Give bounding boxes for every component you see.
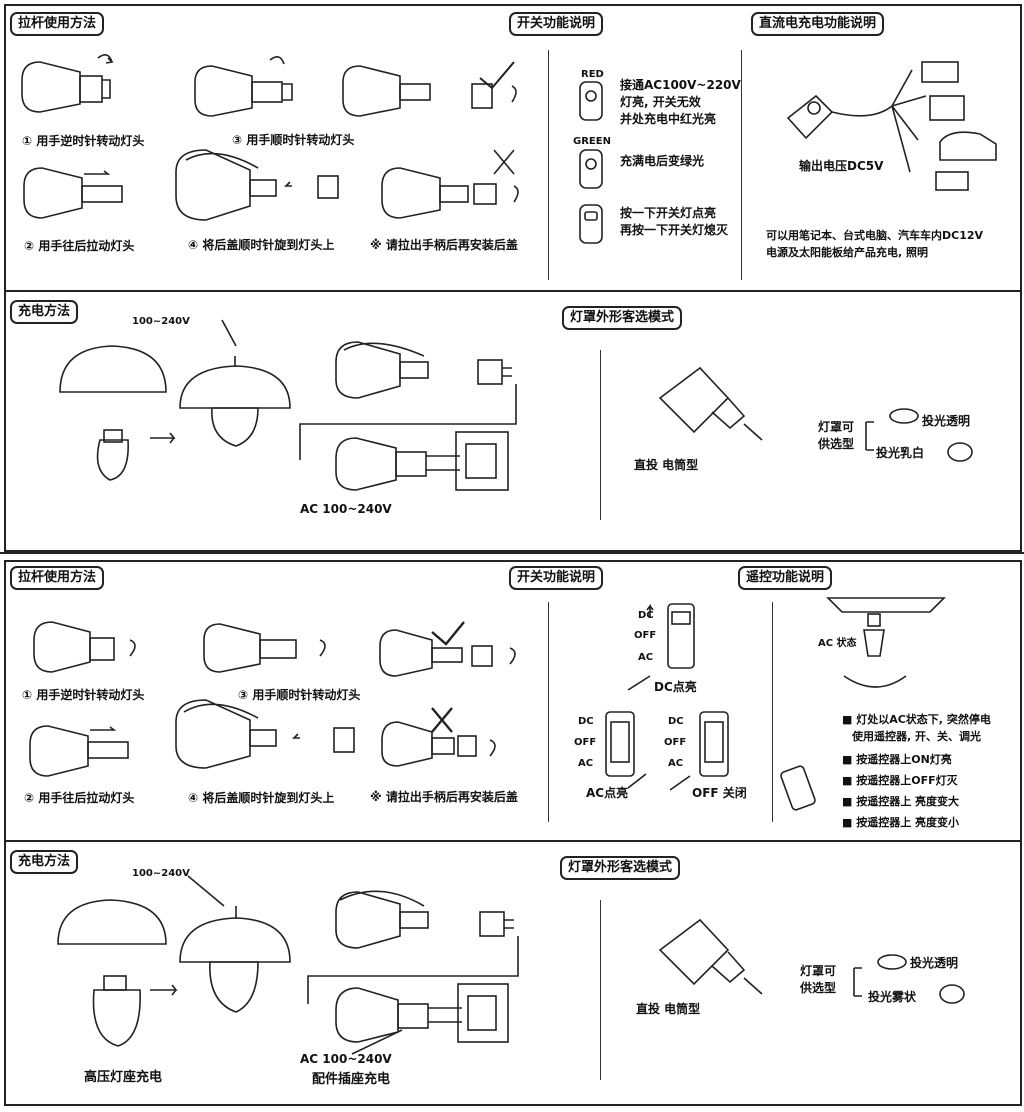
shade-label: 供选型 [818, 437, 855, 451]
bottom-instructions-panel [4, 560, 1022, 844]
button-text: 再按一下开关灯熄灭 [620, 223, 729, 237]
dc-label: DC [638, 610, 654, 621]
shade-option: 投光乳白 [876, 446, 925, 460]
shade-title: 灯罩外形客选模式 [560, 856, 681, 880]
green-label: GREEN [573, 136, 611, 147]
divider [600, 350, 601, 520]
ac-voltage-label: AC 100~240V [300, 502, 392, 516]
ac-label: AC [638, 652, 654, 663]
charge-title: 充电方法 [10, 850, 79, 874]
remote-text: ■ 按遥控器上 亮度变小 [842, 816, 960, 829]
ac-state-label: AC 状态 [818, 638, 857, 649]
dc-on-caption: DC点亮 [654, 680, 697, 694]
divider [600, 900, 601, 1080]
shade-type: 直投 电筒型 [634, 458, 699, 472]
divider [548, 50, 549, 280]
lamp-illustration [379, 621, 516, 677]
shade-option: 投光透明 [922, 414, 971, 428]
dc-label: DC [578, 716, 594, 727]
base-charge-caption: 高压灯座充电 [84, 1070, 163, 1085]
lamp-illustration [381, 149, 519, 219]
lamp-illustration [342, 61, 517, 117]
divider [548, 602, 549, 822]
off-caption: OFF 关闭 [692, 786, 747, 800]
top-instructions-panel [4, 4, 1022, 294]
off-label: OFF [634, 630, 657, 641]
green-text: 充满电后变绿光 [620, 154, 705, 168]
lamp-illustration [21, 54, 114, 113]
lamp-illustration [33, 621, 136, 673]
remote-text: ■ 按遥控器上OFF灯灭 [842, 774, 958, 787]
hand-illustration [175, 149, 339, 221]
remote-title: 遥控功能说明 [738, 566, 833, 590]
red-text: 接通AC100V~220V [620, 78, 741, 92]
ac-label: AC [668, 758, 684, 769]
step-4-caption: ④ 将后盖顺时针旋到灯头上 [188, 791, 335, 805]
socket-charge-caption: 配件插座充电 [312, 1072, 391, 1087]
dc-title: 直流电充电功能说明 [751, 12, 885, 36]
voltage-label: 100~240V [132, 316, 190, 327]
remote-text: ■ 灯处以AC状态下, 突然停电 [842, 713, 991, 726]
flashlight-illustration [786, 94, 893, 140]
divider [741, 50, 742, 280]
switch-title: 开关功能说明 [509, 12, 604, 36]
dc-label: DC [668, 716, 684, 727]
red-text: 并处充电中红光亮 [620, 112, 717, 126]
shade-title: 灯罩外形客选模式 [562, 306, 683, 330]
shade-option: 投光雾状 [868, 990, 917, 1004]
step-3-caption: ③ 用手顺时针转动灯头 [232, 133, 355, 147]
step-1-caption: ① 用手逆时针转动灯头 [22, 688, 145, 702]
red-text: 灯亮, 开关无效 [620, 95, 701, 109]
hand-illustration [175, 699, 355, 769]
off-label: OFF [664, 737, 687, 748]
shade-label: 灯罩可 [818, 420, 855, 434]
bottom-charging-panel [4, 840, 1022, 1106]
divider [772, 602, 773, 822]
ac-label: AC [578, 758, 594, 769]
remote-text: ■ 按遥控器上 亮度变大 [842, 795, 960, 808]
step-2-caption: ② 用手往后拉动灯头 [24, 791, 135, 805]
voltage-label: 100~240V [132, 868, 190, 879]
shade-type: 直投 电筒型 [636, 1002, 701, 1016]
dc-desc: 可以用笔记本、台式电脑、汽车车内DC12V [766, 229, 984, 242]
pull-rod-title: 拉杆使用方法 [10, 566, 105, 590]
step-2-caption: ② 用手往后拉动灯头 [24, 239, 135, 253]
dc-desc: 电源及太阳能板给产品充电, 照明 [766, 246, 929, 259]
lamp-illustration [381, 707, 496, 767]
note-caption: ※ 请拉出手柄后再安装后盖 [370, 238, 518, 252]
shade-label: 供选型 [800, 981, 837, 995]
lamp-illustration [203, 623, 326, 673]
off-label: OFF [574, 737, 597, 748]
step-3-caption: ③ 用手顺时针转动灯头 [238, 688, 361, 702]
remote-text: ■ 按遥控器上ON灯亮 [842, 753, 952, 766]
switch-title: 开关功能说明 [509, 566, 604, 590]
output-label: 输出电压DC5V [799, 159, 884, 173]
step-4-caption: ④ 将后盖顺时针旋到灯头上 [188, 238, 335, 252]
shade-label: 灯罩可 [800, 964, 837, 978]
ac-on-caption: AC点亮 [586, 786, 629, 800]
note-caption: ※ 请拉出手柄后再安装后盖 [370, 790, 518, 804]
charge-title: 充电方法 [10, 300, 79, 324]
button-text: 按一下开关灯点亮 [620, 206, 717, 220]
top-charging-panel [4, 290, 1022, 552]
lamp-illustration [194, 56, 293, 117]
red-label: RED [581, 69, 604, 80]
ac-voltage-label: AC 100~240V [300, 1052, 392, 1066]
section-divider [0, 552, 1024, 554]
remote-text: 使用遥控器, 开、关、调光 [852, 730, 982, 743]
step-1-caption: ① 用手逆时针转动灯头 [22, 134, 145, 148]
pull-rod-title: 拉杆使用方法 [10, 12, 105, 36]
lamp-illustration [23, 167, 123, 219]
lamp-illustration [29, 725, 129, 777]
shade-option: 投光透明 [910, 956, 959, 970]
